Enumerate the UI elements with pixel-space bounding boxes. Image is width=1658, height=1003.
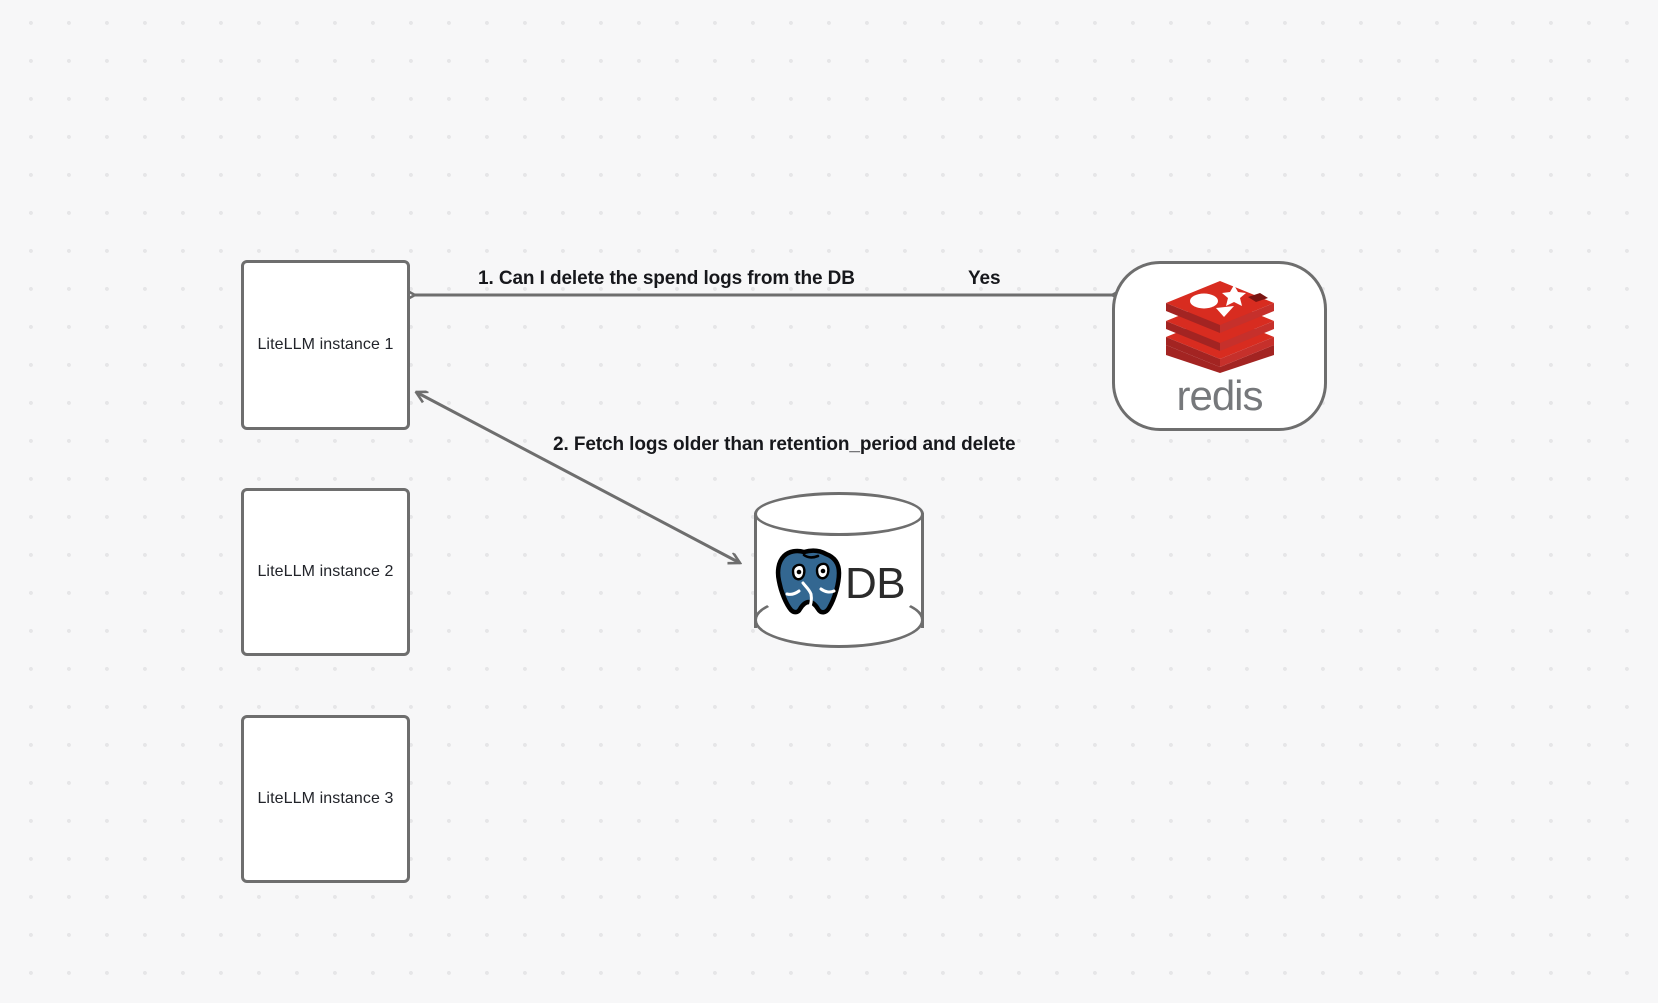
edge-label-step-2: 2. Fetch logs older than retention_perio… <box>553 434 1016 455</box>
cylinder-bottom <box>754 592 924 648</box>
edge-litellm-1-to-db <box>416 392 740 563</box>
redis-stack-icon <box>1165 281 1274 373</box>
node-label: LiteLLM instance 3 <box>257 790 394 807</box>
node-label: LiteLLM instance 2 <box>257 563 394 580</box>
postgresql-elephant-icon <box>775 548 842 615</box>
node-label: LiteLLM instance 1 <box>257 336 394 353</box>
edge-label-step-1: 1. Can I delete the spend logs from the … <box>478 268 855 289</box>
redis-wordmark: redis <box>1176 372 1263 419</box>
node-database[interactable]: DB <box>754 492 924 649</box>
node-litellm-instance-2[interactable]: LiteLLM instance 2 <box>241 488 410 656</box>
db-wordmark: DB <box>844 559 906 608</box>
redis-logo: redis <box>1164 275 1276 417</box>
db-logo: DB <box>754 544 924 624</box>
cylinder-top <box>754 492 924 536</box>
edge-label-yes: Yes <box>968 268 1001 289</box>
node-redis[interactable]: redis <box>1112 261 1327 431</box>
node-litellm-instance-1[interactable]: LiteLLM instance 1 <box>241 260 410 430</box>
node-litellm-instance-3[interactable]: LiteLLM instance 3 <box>241 715 410 883</box>
